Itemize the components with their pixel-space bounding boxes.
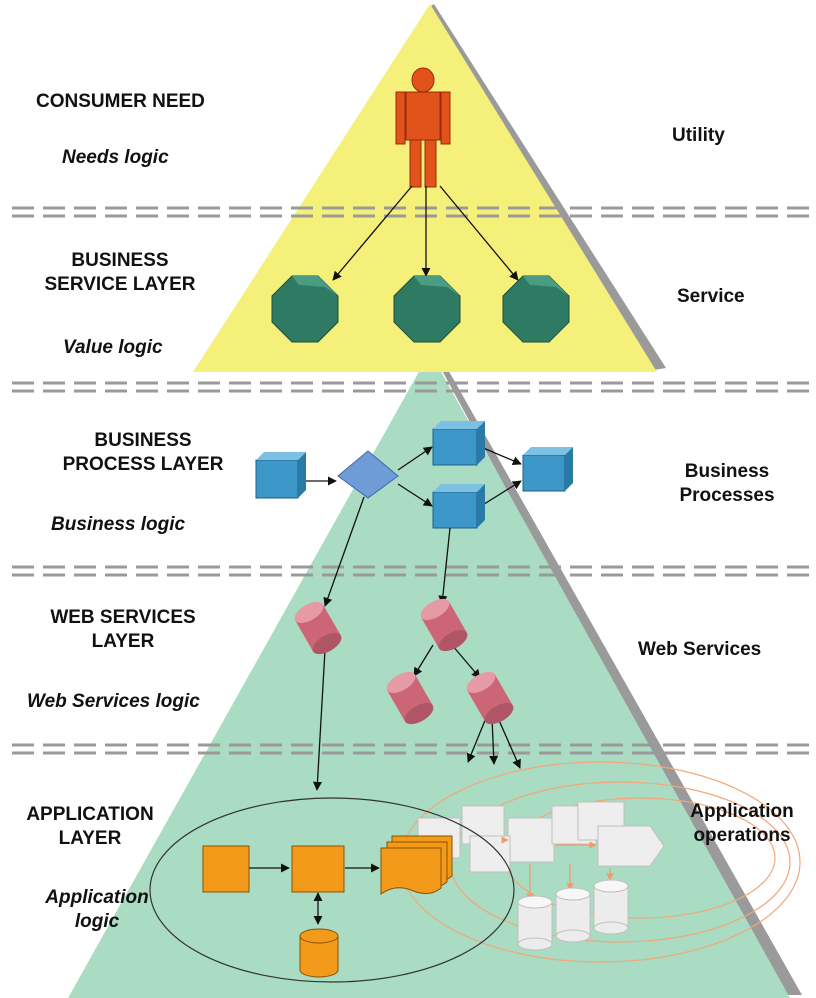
logic-line: Application bbox=[45, 887, 149, 908]
process-box-icon bbox=[432, 484, 485, 529]
title-line: PROCESS LAYER bbox=[62, 454, 224, 475]
value-logic-label: Value logic bbox=[63, 337, 163, 358]
service-octagon-icon bbox=[393, 275, 461, 343]
service-octagon-icon bbox=[502, 275, 570, 343]
business-logic-label: Business logic bbox=[51, 514, 186, 535]
utility-label: Utility bbox=[672, 125, 725, 146]
web-service-cylinder-icon bbox=[466, 671, 514, 725]
document-stack-icon bbox=[380, 835, 453, 895]
bottom-triangle-shadow bbox=[432, 352, 802, 995]
web-service-cylinder-icon bbox=[294, 601, 342, 655]
layer-dividers bbox=[12, 206, 816, 755]
application-operations-ghost bbox=[399, 761, 801, 963]
web-service-cylinder-icon bbox=[420, 598, 468, 652]
application-title: APPLICATION LAYER bbox=[10, 803, 170, 851]
consumer-need-title: CONSUMER NEED bbox=[36, 91, 205, 112]
application-logic-label: Application logic bbox=[22, 886, 172, 934]
person-icon bbox=[395, 67, 451, 188]
top-triangle-shadow bbox=[428, 4, 666, 370]
process-box-icon bbox=[255, 452, 306, 499]
right-line: Business bbox=[684, 461, 770, 482]
business-service-title: BUSINESS SERVICE LAYER bbox=[40, 249, 200, 297]
need-arrows bbox=[332, 185, 519, 281]
title-line: BUSINESS bbox=[94, 430, 192, 451]
layer-arrows bbox=[312, 496, 521, 791]
application-box-icon bbox=[291, 845, 345, 893]
service-octagon-icon bbox=[271, 275, 339, 343]
title-line: LAYER bbox=[58, 828, 122, 849]
process-box-icon bbox=[432, 421, 485, 466]
title-line: LAYER bbox=[91, 631, 155, 652]
title-line: WEB SERVICES bbox=[50, 607, 196, 628]
title-line: SERVICE LAYER bbox=[44, 274, 196, 295]
decision-diamond-icon bbox=[337, 450, 399, 499]
business-processes-label: Business Processes bbox=[652, 460, 802, 508]
title-line: BUSINESS bbox=[71, 250, 169, 271]
business-process-flow bbox=[255, 421, 573, 529]
process-box-icon bbox=[522, 447, 573, 492]
web-service-cylinder-icon bbox=[386, 671, 434, 725]
business-process-title: BUSINESS PROCESS LAYER bbox=[50, 429, 236, 477]
web-services-logic-label: Web Services logic bbox=[27, 691, 200, 712]
application-operations-label: Application operations bbox=[668, 800, 816, 848]
application-box-icon bbox=[202, 845, 250, 893]
database-cylinder-icon bbox=[299, 928, 339, 978]
web-services-title: WEB SERVICES LAYER bbox=[30, 606, 216, 654]
service-label: Service bbox=[677, 286, 745, 307]
right-line: Application bbox=[690, 801, 794, 822]
web-service-cylinders bbox=[294, 598, 514, 725]
service-octagons bbox=[271, 275, 570, 343]
web-services-right-label: Web Services bbox=[638, 639, 762, 660]
right-line: Processes bbox=[679, 485, 775, 506]
title-line: APPLICATION bbox=[26, 804, 154, 825]
right-line: operations bbox=[693, 825, 791, 846]
needs-logic-label: Needs logic bbox=[62, 147, 169, 168]
application-components bbox=[149, 797, 515, 983]
logic-line: logic bbox=[74, 911, 120, 932]
